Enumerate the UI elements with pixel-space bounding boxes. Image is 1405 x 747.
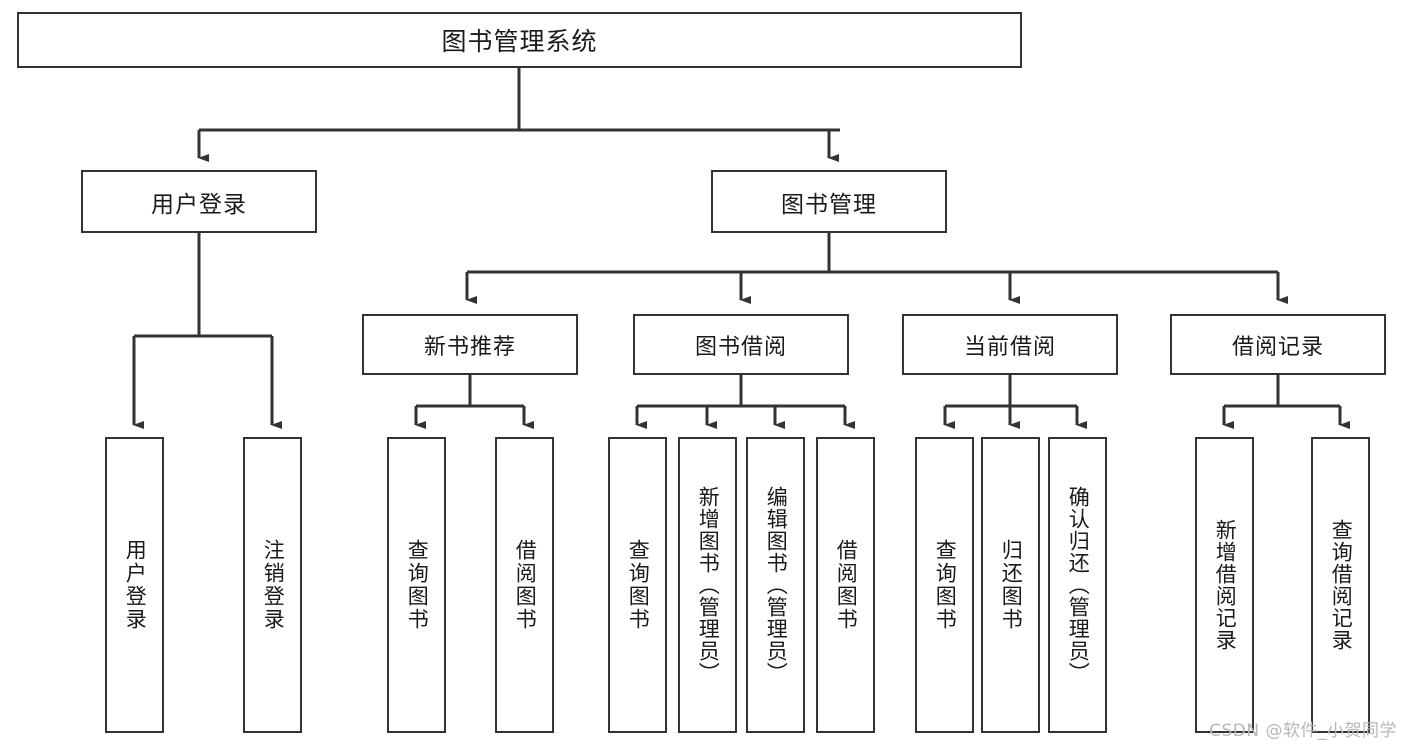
node-borrow-record-label: 借阅记录 (1231, 334, 1324, 360)
leaf-user-login-2-label: 注销登录 (261, 539, 286, 631)
watermark-text: CSDN @软件_小贺同学 (1209, 721, 1397, 741)
leaf-borrow-record-2[interactable]: 查询借阅记录 (1311, 437, 1370, 733)
node-book-management[interactable]: 图书管理 (711, 170, 947, 233)
leaf-new-book-recommend-1[interactable]: 查询图书 (387, 437, 446, 733)
leaf-user-login-1-label: 用户登录 (123, 539, 148, 631)
leaf-user-login-1[interactable]: 用户登录 (105, 437, 164, 733)
leaf-book-borrow-2-label: 新增图书（管理员） (696, 486, 721, 684)
node-user-login[interactable]: 用户登录 (81, 170, 317, 233)
node-user-login-label: 用户登录 (151, 191, 247, 218)
leaf-current-borrow-1-label: 查询图书 (933, 539, 958, 631)
leaf-borrow-record-1-label: 新增借阅记录 (1213, 519, 1238, 651)
leaf-borrow-record-1[interactable]: 新增借阅记录 (1195, 437, 1254, 733)
leaf-borrow-record-2-label: 查询借阅记录 (1329, 519, 1354, 651)
node-new-book-recommend[interactable]: 新书推荐 (362, 314, 578, 375)
leaf-new-book-recommend-2[interactable]: 借阅图书 (495, 437, 554, 733)
leaf-book-borrow-2[interactable]: 新增图书（管理员） (678, 437, 737, 733)
leaf-new-book-recommend-2-label: 借阅图书 (513, 539, 538, 631)
node-book-management-label: 图书管理 (781, 191, 877, 218)
leaf-book-borrow-4-label: 借阅图书 (834, 539, 859, 631)
node-root-label: 图书管理系统 (441, 27, 598, 56)
leaf-book-borrow-1[interactable]: 查询图书 (608, 437, 667, 733)
leaf-current-borrow-3[interactable]: 确认归还（管理员） (1048, 437, 1107, 733)
node-borrow-record[interactable]: 借阅记录 (1170, 314, 1386, 375)
leaf-current-borrow-3-label: 确认归还（管理员） (1066, 486, 1091, 684)
leaf-current-borrow-1[interactable]: 查询图书 (915, 437, 974, 733)
leaf-new-book-recommend-1-label: 查询图书 (405, 539, 430, 631)
node-book-borrow-label: 图书借阅 (694, 334, 787, 360)
node-new-book-recommend-label: 新书推荐 (423, 334, 516, 360)
leaf-current-borrow-2-label: 归还图书 (999, 539, 1024, 631)
node-root[interactable]: 图书管理系统 (17, 12, 1022, 68)
node-book-borrow[interactable]: 图书借阅 (633, 314, 849, 375)
node-current-borrow-label: 当前借阅 (963, 334, 1056, 360)
leaf-book-borrow-4[interactable]: 借阅图书 (816, 437, 875, 733)
leaf-book-borrow-1-label: 查询图书 (626, 539, 651, 631)
leaf-user-login-2[interactable]: 注销登录 (243, 437, 302, 733)
leaf-book-borrow-3-label: 编辑图书（管理员） (764, 486, 789, 684)
leaf-current-borrow-2[interactable]: 归还图书 (981, 437, 1040, 733)
leaf-book-borrow-3[interactable]: 编辑图书（管理员） (746, 437, 805, 733)
node-current-borrow[interactable]: 当前借阅 (902, 314, 1118, 375)
